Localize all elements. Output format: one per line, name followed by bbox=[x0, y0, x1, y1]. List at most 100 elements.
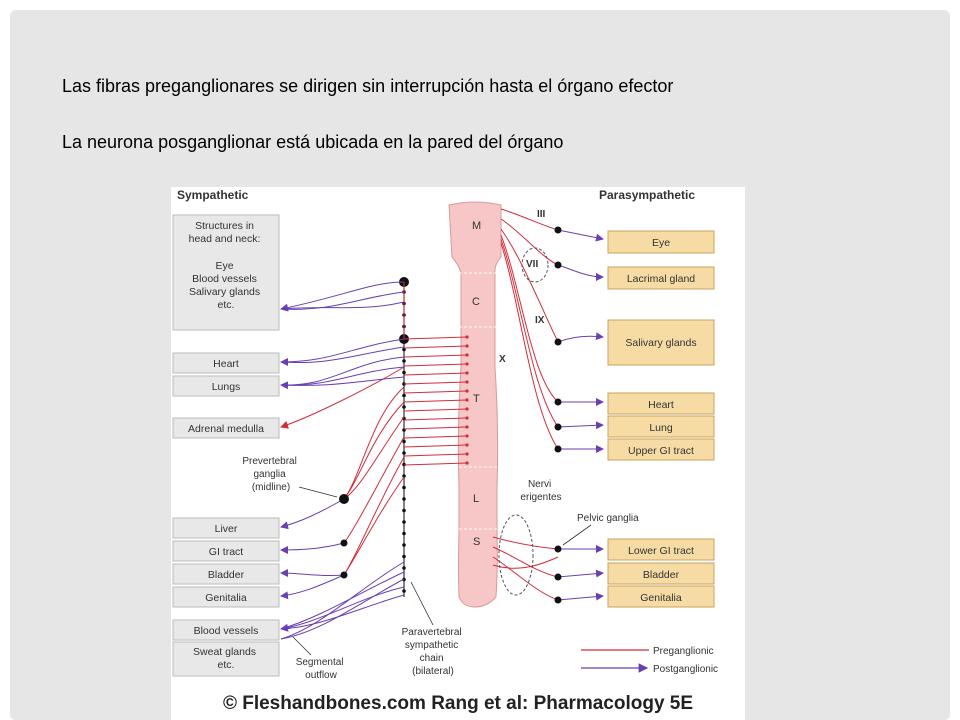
chain-ganglion-dot bbox=[402, 347, 406, 352]
segmental-pointer bbox=[292, 636, 312, 656]
autonomic-nervous-system-diagram: Sympathetic Parasympathetic M C T L S bbox=[171, 187, 745, 720]
symp-box-genitalia bbox=[172, 586, 280, 608]
cn-x-label: X bbox=[499, 354, 506, 365]
legend-postganglionic-label: Postganglionic bbox=[653, 664, 718, 675]
sympathetic-postganglionic-fibers bbox=[280, 281, 405, 640]
symp-label-blood-vessels: Blood vessels bbox=[194, 625, 259, 637]
paravertebral-label: Paravertebral sympathetic chain (bilater… bbox=[402, 627, 465, 677]
sympathetic-title: Sympathetic bbox=[177, 188, 249, 202]
symp-box-gi bbox=[172, 540, 280, 562]
prevertebral-ganglia bbox=[339, 494, 349, 579]
symp-box-blood-vessels bbox=[172, 619, 280, 641]
segmental-preganglionic-fiber bbox=[403, 408, 468, 412]
chain-ganglion-dot bbox=[402, 451, 406, 455]
segmental-preganglionic-fiber bbox=[403, 462, 468, 466]
cord-outflow-dot bbox=[465, 335, 469, 339]
para-box-heart bbox=[607, 392, 715, 415]
para-box-upper-gi bbox=[607, 438, 715, 461]
symp-head-neck-text: Structures in head and neck: Eye Blood v… bbox=[189, 220, 264, 311]
cord-outflow-dot bbox=[465, 452, 469, 456]
segmental-preganglionic-fiber bbox=[403, 381, 468, 385]
symp-label-lungs: Lungs bbox=[212, 381, 241, 393]
pelvic-ganglia-label: Pelvic ganglia bbox=[577, 513, 639, 524]
symp-label-adrenal: Adrenal medulla bbox=[188, 423, 264, 435]
symp-label-genitalia: Genitalia bbox=[205, 592, 247, 604]
sympathetic-preganglionic-fiber bbox=[343, 401, 405, 500]
cord-outflow-dot bbox=[465, 344, 469, 348]
cord-outflow-dot bbox=[465, 398, 469, 402]
paravertebral-pointer bbox=[410, 581, 434, 626]
para-label-lacrimal: Lacrimal gland bbox=[627, 273, 695, 285]
cn-vii-ganglion-ring bbox=[521, 247, 549, 283]
nervi-erigentes-ring bbox=[498, 514, 534, 596]
segment-label-t: T bbox=[473, 393, 480, 405]
parasympathetic-title: Parasympathetic bbox=[599, 188, 695, 202]
cord-outflow-dot bbox=[465, 416, 469, 420]
cord-outflow-dot bbox=[465, 389, 469, 393]
chain-ganglion-dot bbox=[402, 543, 406, 547]
parasympathetic-target-boxes: Eye Lacrimal gland Salivary glands Heart… bbox=[607, 230, 715, 608]
segmental-preganglionic-fiber bbox=[403, 426, 468, 430]
para-label-eye: Eye bbox=[652, 237, 670, 249]
chain-ganglion-dot bbox=[402, 359, 406, 363]
bullet-text-preganglionic: Las fibras preganglionares se dirigen si… bbox=[62, 76, 674, 96]
chain-ganglion-dot bbox=[402, 508, 406, 513]
cord-outflow-dot bbox=[465, 407, 469, 411]
symp-box-liver bbox=[172, 517, 280, 539]
chain-ganglion-dot bbox=[402, 531, 406, 536]
parasympathetic-postganglionic-fibers bbox=[557, 229, 604, 601]
segmental-outflow-label: Segmental outflow bbox=[296, 657, 347, 681]
sympathetic-preganglionic-fiber bbox=[280, 366, 405, 429]
para-box-lacrimal bbox=[607, 266, 715, 290]
cord-segment-dividers bbox=[459, 272, 497, 530]
symp-label-heart: Heart bbox=[213, 358, 239, 370]
para-label-upper-gi: Upper GI tract bbox=[628, 445, 694, 457]
sympathetic-preganglionic-fiber bbox=[343, 386, 405, 500]
cn-iii-label: III bbox=[537, 209, 546, 220]
segment-label-c: C bbox=[472, 296, 480, 308]
cn-ix-label: IX bbox=[535, 315, 545, 326]
chain-ganglion-dot bbox=[402, 370, 406, 375]
segmental-preganglionic-fiber bbox=[403, 435, 468, 439]
parasympathetic-ganglia bbox=[554, 226, 562, 604]
para-box-lower-gi bbox=[607, 538, 715, 561]
cord-outflow-dot bbox=[465, 353, 469, 357]
para-label-salivary: Salivary glands bbox=[625, 337, 696, 349]
sympathetic-preganglionic-fiber bbox=[343, 436, 405, 544]
para-label-bladder: Bladder bbox=[643, 569, 680, 581]
para-label-lower-gi: Lower GI tract bbox=[628, 545, 694, 557]
cord-outflow-dot bbox=[465, 461, 469, 465]
cord-outflow-dot bbox=[465, 371, 469, 375]
segmental-preganglionic-fiber bbox=[403, 444, 468, 448]
para-label-heart: Heart bbox=[648, 399, 674, 411]
segmental-preganglionic-fiber bbox=[403, 345, 468, 349]
chain-ganglion-dot bbox=[402, 589, 406, 593]
sympathetic-preganglionic-fiber bbox=[343, 416, 405, 500]
sympathetic-target-boxes: Structures in head and neck: Eye Blood v… bbox=[172, 214, 280, 677]
sympathetic-preganglionic-fibers bbox=[280, 282, 469, 576]
cord-outflow-dot bbox=[465, 380, 469, 384]
cord-outflow-dot bbox=[465, 425, 469, 429]
prevertebral-label: Prevertebral ganglia (midline) bbox=[242, 456, 299, 493]
symp-box-adrenal bbox=[172, 417, 280, 439]
cord-outflow-dot bbox=[465, 362, 469, 366]
parasympathetic-preganglionic-fibers bbox=[492, 208, 559, 601]
segmental-preganglionic-fiber bbox=[403, 354, 468, 358]
chain-ganglion-dot bbox=[402, 474, 406, 478]
chain-ganglion-dot bbox=[402, 485, 406, 490]
para-label-genitalia: Genitalia bbox=[640, 592, 682, 604]
chain-ganglion-dot bbox=[402, 393, 406, 398]
para-box-lung bbox=[607, 415, 715, 438]
nervi-erigentes-label: Nervi erigentes bbox=[520, 479, 561, 503]
legend-preganglionic-label: Preganglionic bbox=[653, 646, 714, 657]
segmental-preganglionic-fiber bbox=[403, 336, 468, 340]
cord-outflow-dot bbox=[465, 434, 469, 438]
chain-ganglion-dot bbox=[402, 554, 406, 559]
cn-vii-label: VII bbox=[526, 259, 538, 270]
symp-box-heart bbox=[172, 352, 280, 374]
symp-box-bladder bbox=[172, 563, 280, 585]
chain-ganglion-dot bbox=[402, 520, 406, 524]
segmental-preganglionic-fiber bbox=[403, 417, 468, 421]
para-label-lung: Lung bbox=[649, 422, 673, 434]
symp-label-bladder: Bladder bbox=[208, 569, 245, 581]
